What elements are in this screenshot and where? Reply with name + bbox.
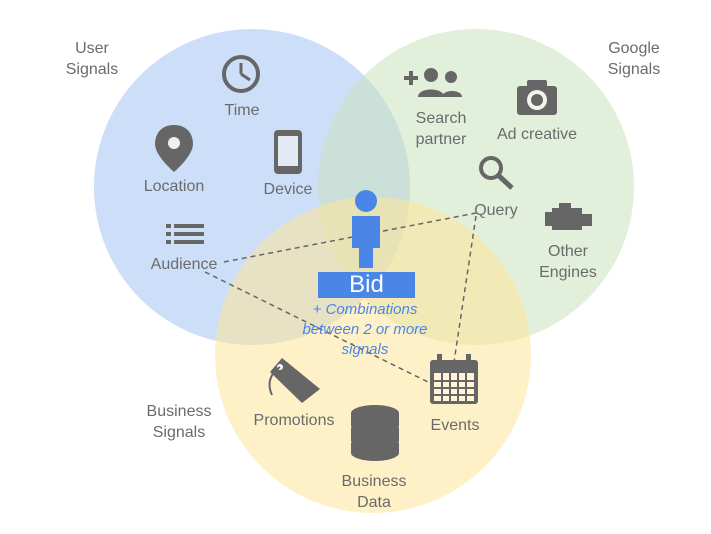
query-label: Query xyxy=(474,202,518,219)
promotions-label: Promotions xyxy=(253,412,335,429)
calendar-icon xyxy=(430,354,478,404)
google-signals-label: Google Signals xyxy=(607,40,661,78)
device-label: Device xyxy=(263,181,313,198)
audience-query-connector xyxy=(223,212,477,263)
combinations-label: + Combinations between 2 or more signals xyxy=(302,301,428,358)
price-tag-icon xyxy=(268,358,320,403)
list-icon xyxy=(166,224,204,244)
audience-label: Audience xyxy=(150,256,218,273)
query-events-connector xyxy=(453,215,477,363)
bid-box: Bid xyxy=(318,272,415,298)
user-signals-label: User Signals xyxy=(65,40,119,78)
events-label: Events xyxy=(430,417,480,434)
business-signals-circle xyxy=(215,197,531,513)
business-signals-label: Business Signals xyxy=(146,403,212,441)
add-people-icon xyxy=(404,68,462,97)
search-partner-label: Search partner xyxy=(415,110,467,148)
location-label: Location xyxy=(143,178,205,195)
business-data-label: Business Data xyxy=(341,473,407,511)
database-icon xyxy=(351,405,399,461)
clock-icon xyxy=(222,55,260,93)
ad-creative-label: Ad creative xyxy=(496,126,578,143)
engine-icon xyxy=(545,203,592,230)
location-pin-icon xyxy=(155,125,193,172)
person-icon xyxy=(352,190,380,268)
phone-icon xyxy=(274,130,302,174)
magnifier-icon xyxy=(479,156,514,190)
camera-icon xyxy=(517,80,557,115)
time-label: Time xyxy=(224,102,260,119)
other-engines-label: Other Engines xyxy=(539,243,597,281)
audience-events-connector xyxy=(204,271,429,383)
